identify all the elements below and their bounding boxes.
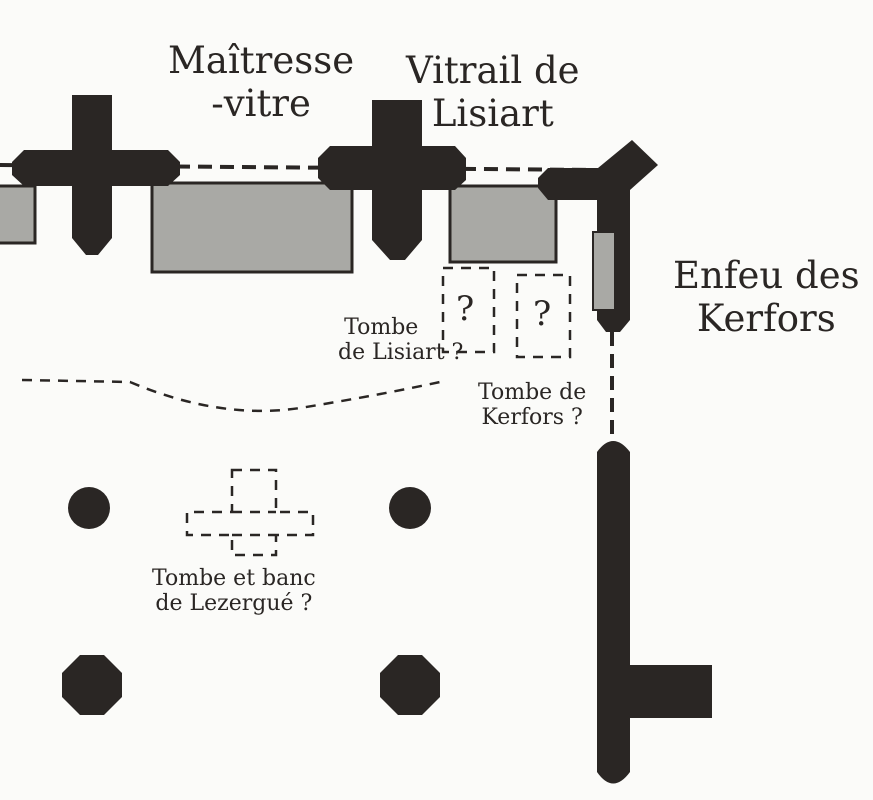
question-mark-kerfors: ?: [533, 294, 552, 334]
question-mark-lisiart: ?: [456, 289, 475, 329]
buttress-1: [12, 95, 180, 255]
pillar-octagon-2: [380, 655, 440, 715]
pillar-round-1: [68, 487, 110, 529]
label-line: Enfeu des: [673, 254, 860, 297]
label-line: Tombe et banc: [152, 566, 316, 591]
tomb-lisiart-outline: [441, 266, 496, 354]
label-line: Tombe de: [478, 380, 587, 405]
label-tombe-lezergue: Tombe et banc de Lezergué ?: [152, 566, 316, 617]
window-vitrail-lisiart: [448, 184, 558, 264]
label-line: de Lisiart ?: [338, 340, 464, 366]
label-line: Vitrail de: [406, 49, 580, 92]
label-line: Tombe: [344, 315, 419, 340]
label-maitresse-vitre: Maîtresse -vitre: [168, 39, 355, 125]
pillar-octagon-1: [62, 655, 122, 715]
enfeu-niche: [592, 231, 616, 311]
east-wall: [597, 441, 712, 784]
label-line: Kerfors ?: [481, 405, 583, 431]
window-maitresse-vitre: [150, 181, 354, 274]
pillar-round-2: [389, 487, 431, 529]
label-enfeu-kerfors: Enfeu des Kerfors: [673, 254, 860, 340]
label-tombe-kerfors: Tombe de Kerfors ?: [478, 380, 586, 431]
tomb-kerfors-outline: [515, 273, 572, 359]
label-line: -vitre: [211, 81, 311, 125]
choir-boundary-dashed: [21, 378, 441, 413]
label-line: Maîtresse: [168, 39, 355, 82]
buttress-2: [318, 100, 466, 260]
label-tombe-lisiart: Tombe de Lisiart ?: [338, 315, 463, 366]
tomb-lezergue-outline: [185, 468, 315, 557]
label-line: de Lezergué ?: [155, 591, 313, 617]
label-line: Lisiart: [431, 91, 554, 135]
window-left: [0, 184, 37, 245]
label-vitrail-lisiart: Vitrail de Lisiart: [406, 49, 580, 135]
label-line: Kerfors: [696, 296, 836, 340]
